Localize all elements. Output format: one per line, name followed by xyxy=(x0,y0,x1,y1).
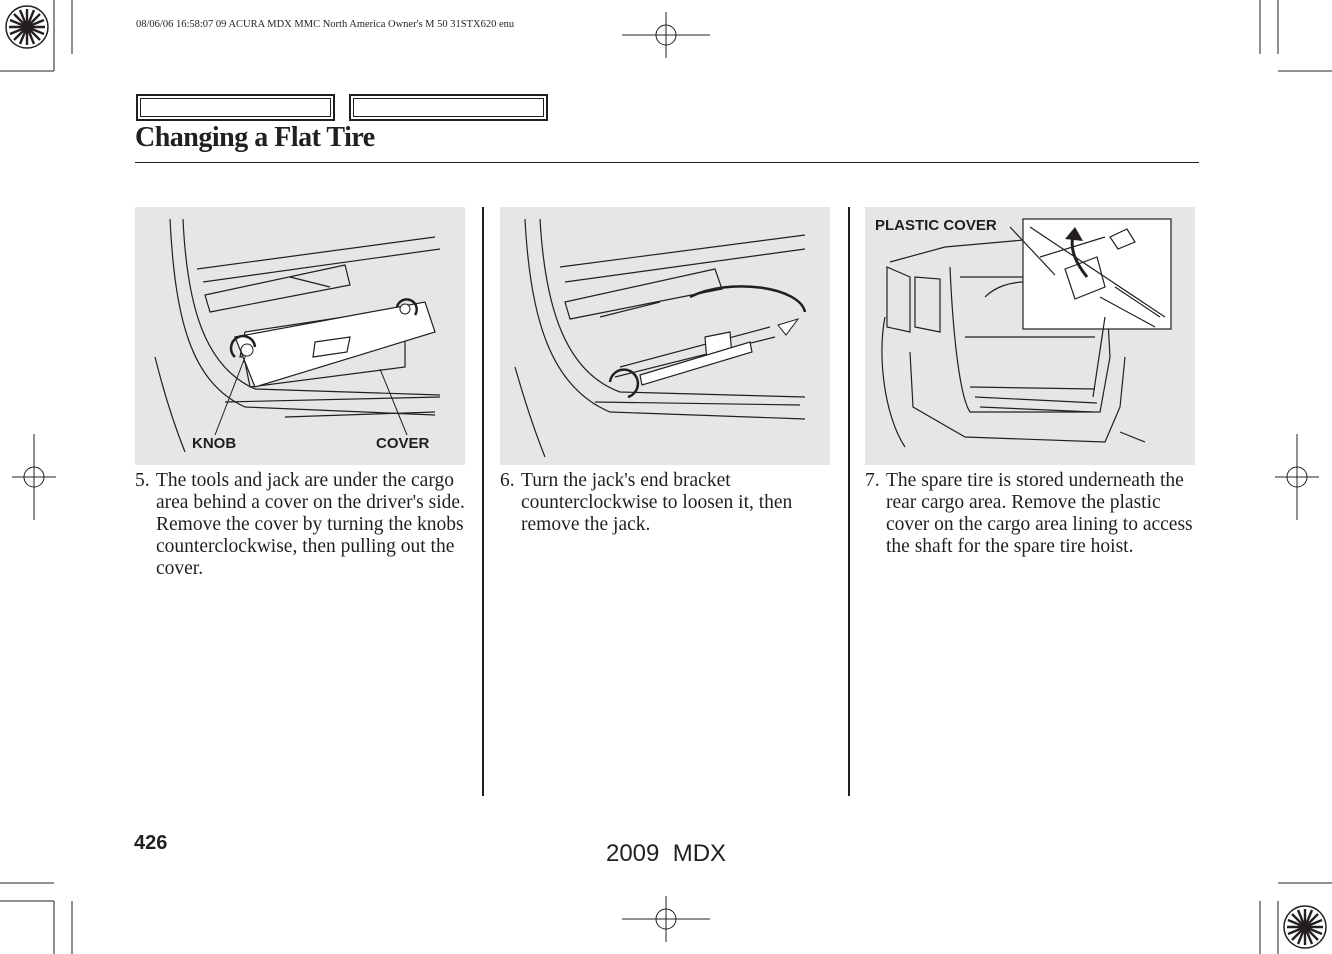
step-number: 7. xyxy=(865,470,880,491)
column-divider-1 xyxy=(482,207,484,796)
step-number: 5. xyxy=(135,470,150,491)
callout-knob: KNOB xyxy=(192,435,237,452)
step-text: Turn the jack's end bracket counterclock… xyxy=(521,470,793,535)
step-text: The tools and jack are under the cargo a… xyxy=(156,470,465,579)
page-title: Changing a Flat Tire xyxy=(135,122,375,153)
step-text: The spare tire is stored underneath the … xyxy=(886,470,1193,557)
footer-model: 2009 MDX xyxy=(605,840,727,867)
callout-cover: COVER xyxy=(376,435,430,452)
illustration-tool-cover: KNOB COVER xyxy=(135,207,465,465)
column-divider-2 xyxy=(848,207,850,796)
step-5: 5. The tools and jack are under the carg… xyxy=(135,470,465,580)
registration-mark-bottom xyxy=(622,896,710,942)
starburst-mark-top-left xyxy=(5,5,49,49)
illustration-jack-removal xyxy=(500,207,830,465)
registration-mark-left xyxy=(12,434,56,520)
registration-mark-right xyxy=(1275,434,1319,520)
page-number: 426 xyxy=(134,832,168,854)
callout-plastic-cover: PLASTIC COVER xyxy=(875,217,997,234)
header-tab-2[interactable] xyxy=(349,94,548,121)
registration-mark-top xyxy=(622,12,710,58)
header-tab-1[interactable] xyxy=(136,94,335,121)
step-7: 7. The spare tire is stored underneath t… xyxy=(865,470,1195,558)
print-info: 08/06/06 16:58:07 09 ACURA MDX MMC North… xyxy=(136,19,515,30)
title-divider xyxy=(135,162,1199,163)
illustration-spare-tire-cover: PLASTIC COVER xyxy=(865,207,1195,465)
step-6: 6. Turn the jack's end bracket countercl… xyxy=(500,470,830,536)
step-number: 6. xyxy=(500,470,515,491)
starburst-mark-bottom-right xyxy=(1283,905,1327,949)
